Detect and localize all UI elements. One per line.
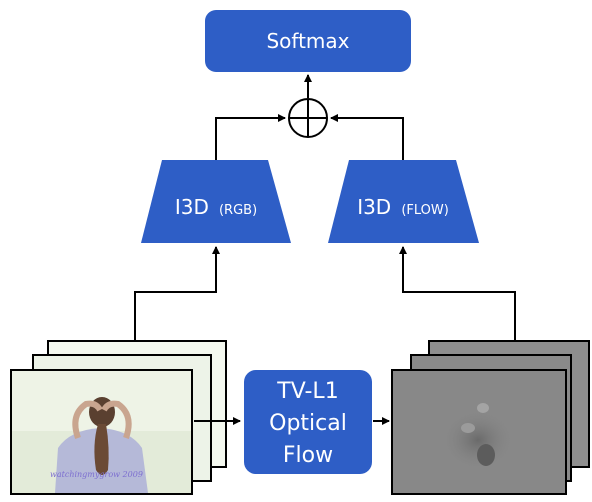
rgb-frame-stack: watchingmygrow 2009 [10, 340, 227, 495]
i3d-flow-node: I3D (FLOW) [328, 160, 479, 243]
softmax-label: Softmax [266, 29, 349, 53]
sum-operator-icon [288, 98, 328, 138]
tvl1-line2: Optical [269, 411, 347, 436]
tvl1-line1: TV-L1 [276, 379, 338, 404]
i3d-rgb-name: I3D [175, 195, 209, 219]
i3d-flow-modality: (FLOW) [401, 203, 449, 218]
rgb-watermark: watchingmygrow 2009 [50, 470, 143, 479]
tvl1-line3: Flow [283, 443, 333, 468]
tvl1-node: TV-L1 Optical Flow [244, 370, 372, 474]
i3d-rgb-modality: (RGB) [219, 203, 257, 218]
flow-frame-stack [391, 340, 590, 495]
rgb-frames-to-i3d-arrow [134, 246, 220, 340]
flow-frames-to-i3d-arrow [399, 246, 516, 340]
i3d-flow-name: I3D [357, 195, 391, 219]
svg-text:I3D (FLOW): I3D (FLOW) [357, 195, 449, 219]
flow-to-sum-arrow [330, 114, 404, 160]
rgb-to-sum-arrow [215, 114, 286, 160]
softmax-node: Softmax [205, 10, 411, 72]
flow-frame-image [391, 369, 567, 495]
svg-text:I3D (RGB): I3D (RGB) [175, 195, 257, 219]
rgb-frame-image: watchingmygrow 2009 [10, 369, 193, 495]
i3d-rgb-node: I3D (RGB) [141, 160, 291, 243]
